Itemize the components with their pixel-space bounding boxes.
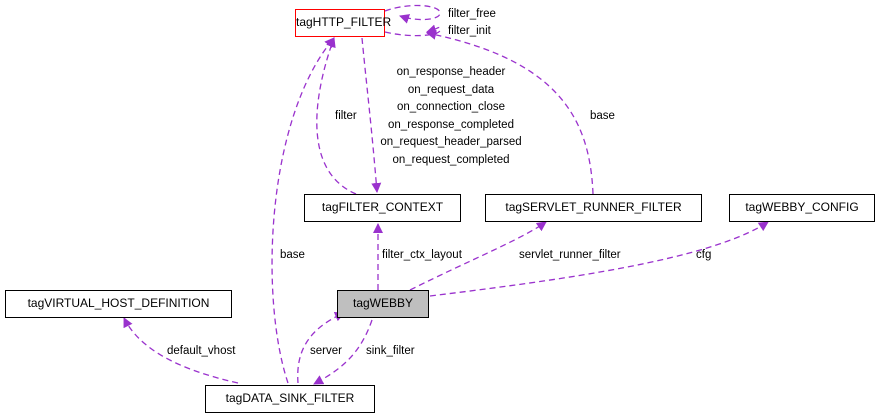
label-filter-ctx-layout: filter_ctx_layout	[382, 249, 462, 261]
node-http-filter[interactable]: tagHTTP_FILTER	[295, 9, 391, 37]
label-callback: on_request_completed	[392, 153, 510, 166]
label-callback: on_request_header_parsed	[380, 136, 522, 148]
label-cfg: cfg	[696, 249, 712, 261]
label-context-callbacks: on_response_header on_request_data on_co…	[374, 64, 528, 169]
label-default-vhost: default_vhost	[167, 345, 236, 357]
node-servlet-runner-filter[interactable]: tagSERVLET_RUNNER_FILTER	[485, 194, 702, 222]
edge-servlet-runner-filter	[409, 221, 547, 291]
edge-base-sink	[271, 37, 335, 384]
edge-context-callbacks	[361, 37, 382, 193]
label-server: server	[310, 345, 342, 357]
node-filter-context[interactable]: tagFILTER_CONTEXT	[304, 194, 461, 222]
label-callback: on_request_data	[407, 83, 495, 96]
edge-sink-filter	[313, 319, 373, 385]
label-servlet-runner-filter: servlet_runner_filter	[519, 249, 621, 261]
label-callback: on_connection_close	[396, 101, 506, 113]
edge-filter	[316, 37, 357, 195]
node-webby[interactable]: tagWEBBY	[337, 290, 429, 318]
label-base-sink: base	[280, 249, 305, 261]
edge-filter-init	[384, 24, 441, 37]
label-callback: on_response_header	[396, 66, 506, 78]
label-callback: on_response_completed	[388, 118, 514, 131]
label-filter-free: filter_free	[448, 8, 496, 20]
label-filter-init: filter_init	[448, 25, 491, 37]
edge-default-vhost	[123, 317, 239, 384]
edge-cfg	[429, 221, 769, 297]
node-virtual-host-definition[interactable]: tagVIRTUAL_HOST_DEFINITION	[5, 290, 232, 318]
label-sink-filter: sink_filter	[366, 345, 415, 357]
node-webby-config[interactable]: tagWEBBY_CONFIG	[729, 194, 875, 222]
edge-filter-free	[384, 4, 441, 24]
edge-server	[297, 312, 345, 384]
node-data-sink-filter[interactable]: tagDATA_SINK_FILTER	[205, 385, 375, 413]
label-filter: filter	[335, 110, 357, 122]
label-base-servlet: base	[590, 110, 615, 122]
